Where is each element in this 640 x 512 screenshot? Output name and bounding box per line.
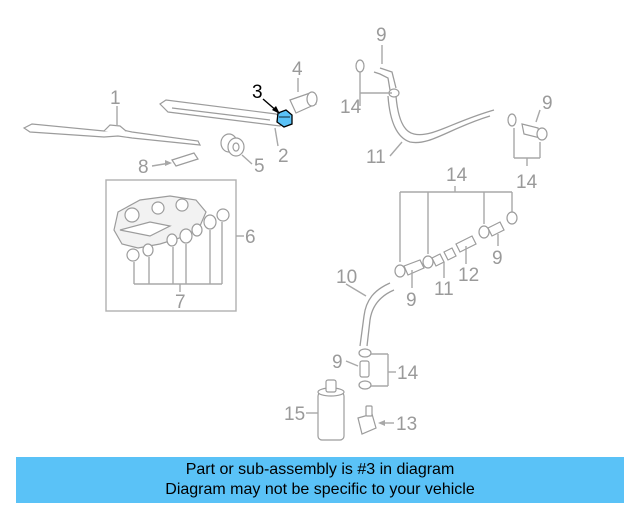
leader-2 bbox=[274, 127, 279, 147]
callout-9a: 9 bbox=[376, 25, 387, 46]
callout-5: 5 bbox=[254, 156, 265, 177]
callout-2: 2 bbox=[278, 146, 289, 167]
callout-9d: 9 bbox=[492, 248, 503, 269]
leader-9b bbox=[535, 109, 541, 123]
callout-15: 15 bbox=[284, 404, 305, 425]
callout-6: 6 bbox=[245, 227, 256, 248]
part-15-washer-pump bbox=[317, 379, 345, 441]
leader-14c bbox=[399, 186, 513, 262]
motor-group-box bbox=[105, 179, 237, 312]
leader-7 bbox=[133, 222, 223, 292]
part-4-cap bbox=[289, 91, 318, 114]
connector-lower-group bbox=[358, 348, 372, 390]
callout-11b: 11 bbox=[434, 279, 454, 300]
leader-14a bbox=[359, 72, 392, 106]
caption-banner: Part or sub-assembly is #3 in diagram Di… bbox=[16, 457, 624, 503]
part-3-nut bbox=[276, 109, 293, 128]
leader-5 bbox=[241, 154, 253, 165]
hose-upper-assembly bbox=[355, 59, 495, 144]
part-13-connector bbox=[357, 405, 377, 435]
callout-9e: 9 bbox=[332, 352, 343, 373]
leader-3-arrowhead bbox=[272, 106, 280, 114]
part-6-wiper-motor bbox=[113, 195, 230, 262]
callout-1: 1 bbox=[110, 88, 121, 109]
callout-9b: 9 bbox=[542, 93, 553, 114]
callout-7: 7 bbox=[175, 292, 186, 313]
callout-8: 8 bbox=[138, 157, 149, 178]
callout-4: 4 bbox=[292, 59, 303, 80]
callout-10: 10 bbox=[336, 267, 357, 288]
leader-9e bbox=[345, 360, 359, 367]
caption-line-1: Part or sub-assembly is #3 in diagram bbox=[185, 461, 455, 478]
part-5-grommet bbox=[220, 133, 245, 157]
callout-9c: 9 bbox=[406, 290, 417, 311]
leader-13-arrowhead bbox=[378, 420, 385, 426]
callout-11a: 11 bbox=[366, 147, 386, 168]
callout-14a: 14 bbox=[340, 97, 362, 118]
leader-14d bbox=[371, 353, 396, 387]
leader-11a bbox=[389, 141, 403, 157]
part-8-nozzle bbox=[171, 152, 199, 167]
part-1-wiper-blade bbox=[22, 123, 202, 146]
leader-14b bbox=[513, 128, 541, 166]
connector-right-group bbox=[507, 113, 548, 141]
callout-14d: 14 bbox=[397, 363, 419, 384]
part-10-hose bbox=[359, 282, 395, 347]
part-2-wiper-arm bbox=[159, 99, 285, 127]
callout-3: 3 bbox=[252, 82, 263, 103]
caption-line-2: Diagram may not be specific to your vehi… bbox=[165, 481, 475, 498]
leader-8-arrowhead bbox=[165, 160, 172, 166]
callout-12: 12 bbox=[458, 265, 479, 286]
leader-10 bbox=[345, 283, 367, 297]
connector-line-middle bbox=[394, 211, 518, 278]
callout-14b: 14 bbox=[516, 172, 538, 193]
callout-14c: 14 bbox=[446, 165, 468, 186]
callout-13: 13 bbox=[396, 414, 417, 435]
